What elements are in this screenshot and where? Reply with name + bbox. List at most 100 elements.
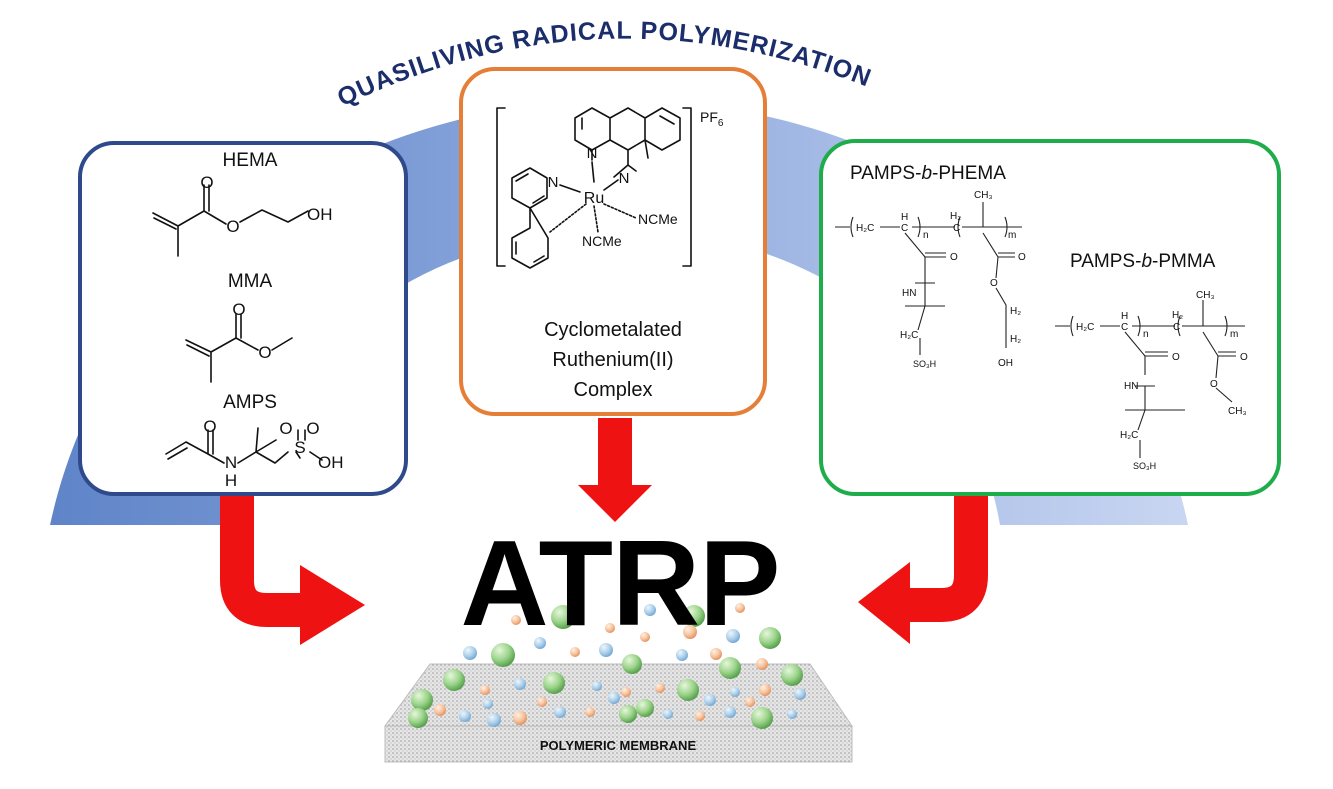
blue-particle [676,649,688,661]
phema-h2-side2: H₂ [1010,334,1021,345]
arrow-center [578,418,652,522]
blue-particle [554,706,566,718]
blue-particle [483,699,493,709]
green-particle [636,699,654,717]
atrp-label: ATRP [460,515,779,651]
orange-particle [585,707,595,717]
amps-carbonyl-o: O [203,417,216,436]
catalyst-ncme-right: NCMe [638,211,678,227]
blue-particle [592,681,602,691]
pamps-phema-label: PAMPS-b-PHEMA [850,163,1006,184]
pamps-phema-structure [835,202,1022,355]
mma-carbonyl-o: O [232,300,245,319]
orange-particle [745,697,755,707]
membrane-label: POLYMERIC MEMBRANE [540,738,697,753]
orange-particle [513,711,527,725]
catalyst-name-line2: Ruthenium(II) [552,349,673,371]
pmma-so3h: SO₃H [1133,461,1156,471]
phema-ch3: CH₃ [974,190,993,201]
blue-particle [459,710,471,722]
pmma-h2c: H₂C [1076,322,1094,333]
blue-particle [463,646,477,660]
orange-particle [759,684,771,696]
catalyst-name-line1: Cyclometalated [544,319,682,341]
orange-particle [756,658,768,670]
catalyst-counterion: PF6 [700,109,724,129]
amps-label: AMPS [223,392,277,413]
catalyst-n-left: N [548,174,559,191]
green-particle [408,708,428,728]
phema-o1: O [950,252,958,263]
pmma-m: m [1230,329,1238,340]
pmma-h2: H₂ [1172,310,1183,321]
orange-particle [570,647,580,657]
phema-hn: HN [902,288,916,299]
green-particle [622,654,642,674]
orange-particle [434,704,446,716]
amps-structure [165,427,323,464]
amps-sulfonyl-o2: O [306,419,319,438]
catalyst-ncme-bottom: NCMe [582,233,622,249]
phema-c1: C [901,223,908,234]
amps-sulfur: S [294,438,305,457]
hema-ester-o: O [226,217,239,236]
hema-label: HEMA [223,150,278,171]
mma-label: MMA [228,271,273,292]
phema-o2: O [1018,252,1026,263]
hema-carbonyl-o: O [200,173,213,192]
arrow-left [220,495,365,645]
phema-h2c: H₂C [856,223,874,234]
orange-particle [511,615,521,625]
blue-particle [514,678,526,690]
phema-h2: H₂ [950,211,961,222]
green-particle [619,705,637,723]
orange-particle [735,603,745,613]
blue-particle [663,709,673,719]
pamps-pmma-structure [1055,300,1245,458]
blue-particle [794,688,806,700]
catalyst-n-top: N [587,145,598,162]
amps-nh-h: H [225,471,237,490]
orange-particle [683,625,697,639]
blue-particle [608,692,620,704]
phema-so3h: SO₃H [913,359,936,369]
phema-oh: OH [998,358,1013,369]
pmma-o1: O [1172,352,1180,363]
green-particle [683,605,705,627]
phema-m: m [1008,230,1016,241]
blue-particle [724,706,736,718]
phema-o3: O [990,278,998,289]
green-particle [443,669,465,691]
hema-oh: OH [307,205,333,224]
amps-nitrogen: N [225,453,237,472]
phema-h2-side: H₂ [1010,306,1021,317]
pmma-n: n [1143,329,1149,340]
orange-particle [537,697,547,707]
phema-n: n [923,230,929,241]
pmma-ch3: CH₃ [1196,290,1215,301]
amps-sulfonyl-o1: O [279,419,292,438]
green-particle [491,643,515,667]
arrow-right [858,495,988,644]
blue-particle [487,713,501,727]
catalyst-name-line3: Complex [574,379,653,401]
mma-structure [185,313,293,383]
orange-particle [710,648,722,660]
hema-structure [152,184,309,257]
catalyst-metal: Ru [584,190,604,207]
pmma-o3: O [1210,379,1218,390]
blue-particle [730,687,740,697]
particle-cloud [408,603,806,729]
copolymers-box [819,139,1281,496]
orange-particle [655,683,665,693]
green-particle [781,664,803,686]
pmma-c2: C [1173,322,1180,333]
pmma-h2c-side: H₂C [1120,430,1138,441]
pmma-o2: O [1240,352,1248,363]
orange-particle [640,632,650,642]
ruthenium-complex-structure [496,107,692,269]
phema-c2: C [953,223,960,234]
orange-particle [695,711,705,721]
orange-particle [480,685,490,695]
orange-particle [605,623,615,633]
